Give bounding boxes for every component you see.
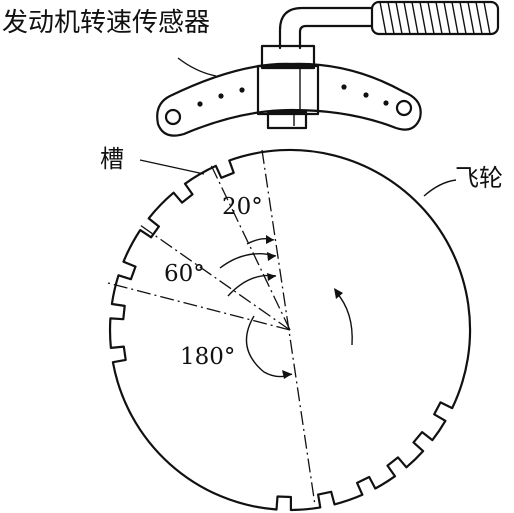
rotation-arrow-icon [334, 288, 353, 346]
sensor-label: 发动机转速传感器 [2, 8, 210, 38]
flywheel-outline [108, 148, 472, 512]
angle-60-label: 60° [164, 261, 205, 287]
flywheel [107, 148, 472, 512]
radius-slot [107, 282, 291, 331]
sensor-cable [278, 6, 374, 50]
bracket-hole [197, 101, 203, 107]
radius-60deg [139, 224, 291, 331]
bracket-hole [239, 87, 245, 93]
arrowhead [282, 370, 292, 379]
flywheel-leader-line [423, 179, 457, 197]
arrowhead [267, 252, 276, 261]
sensor-cable [298, 24, 374, 50]
sensor-body [256, 64, 320, 116]
arrowhead [267, 273, 276, 281]
sensor-tip [266, 110, 308, 130]
sensor-bracket [156, 62, 422, 137]
radius-20deg [210, 164, 291, 331]
bracket-bolt-left [164, 108, 182, 126]
slot-label: 槽 [100, 145, 124, 173]
angle-180-label: 180° [180, 344, 235, 370]
flywheel-label: 飞轮 [455, 164, 503, 192]
slot-leader-line [139, 159, 205, 175]
sensor-leader-line [177, 57, 217, 77]
bracket-bolt-right [395, 99, 413, 117]
bracket-hole [383, 100, 389, 106]
sensor-connector [370, 0, 500, 36]
arc-180deg [245, 315, 293, 378]
angle-20-label: 20° [222, 194, 263, 220]
bracket-hole [341, 84, 347, 90]
bracket-hole [363, 92, 369, 98]
arrowhead [266, 235, 274, 244]
sensor-cap [260, 44, 316, 70]
angle-markers [219, 235, 293, 379]
connector-coil [379, 1, 491, 35]
speed-sensor-icon [156, 0, 500, 137]
bracket-hole [218, 93, 224, 99]
